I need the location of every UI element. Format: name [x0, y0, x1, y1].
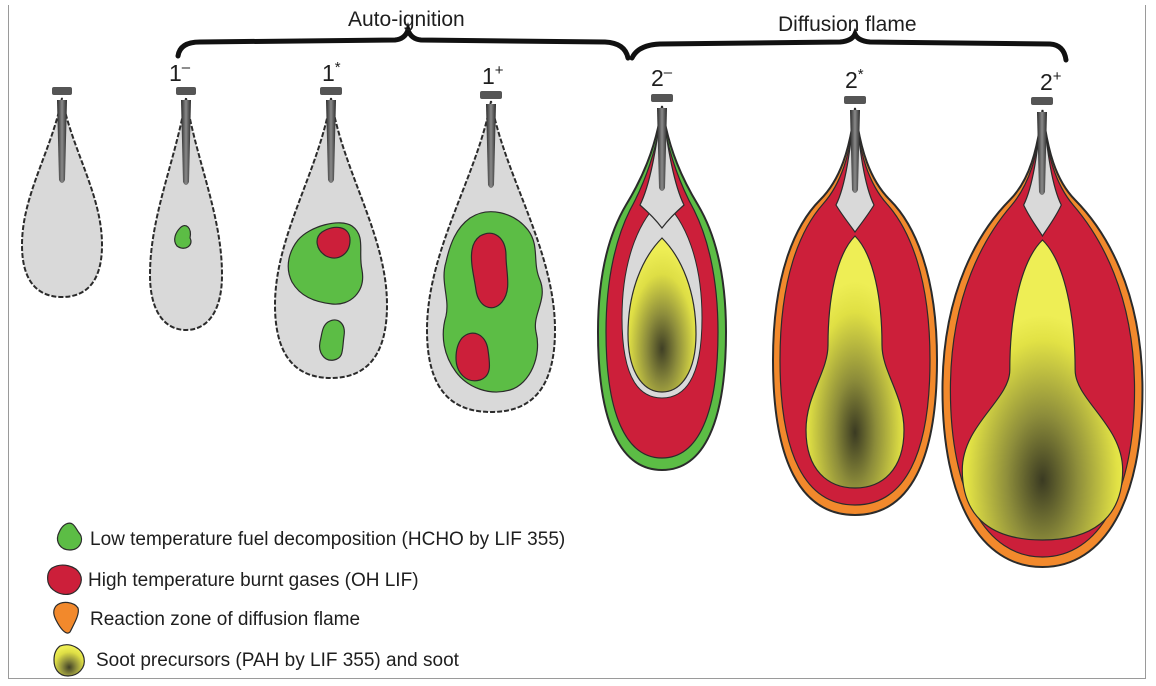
stage-label-1-plus: 1+ [482, 62, 504, 89]
spray-stage-1-minus [150, 87, 222, 330]
legend: Low temperature fuel decomposition (HCHO… [48, 523, 566, 676]
legend-item-oh: High temperature burnt gases (OH LIF) [48, 565, 419, 594]
oh-region [471, 233, 507, 308]
injector-nozzle-icon [480, 91, 502, 99]
oh-region [317, 227, 350, 258]
spray-stage-2-minus [598, 94, 726, 470]
legend-item-reaction-zone: Reaction zone of diffusion flame [54, 602, 360, 633]
red-blob-icon [48, 565, 82, 594]
injector-nozzle-icon [176, 87, 196, 95]
orange-blob-icon [54, 602, 79, 633]
injector-nozzle-icon [1031, 97, 1053, 105]
legend-item-soot: Soot precursors (PAH by LIF 355) and soo… [54, 645, 460, 676]
injector-nozzle-icon [320, 87, 342, 95]
spray-stage-0 [22, 87, 102, 297]
stage-label-1-star: 1* [322, 59, 341, 86]
legend-label-oh: High temperature burnt gases (OH LIF) [88, 570, 419, 591]
oh-region [456, 333, 490, 381]
spray-stage-2-star [773, 96, 937, 515]
injector-nozzle-icon [651, 94, 673, 102]
auto-ignition-brace [178, 30, 628, 58]
green-blob-icon [58, 523, 82, 550]
spray-stage-1-plus [427, 91, 555, 412]
legend-label-hcho: Low temperature fuel decomposition (HCHO… [90, 529, 565, 550]
stage-label-2-star: 2* [845, 66, 864, 93]
legend-label-soot: Soot precursors (PAH by LIF 355) and soo… [96, 650, 460, 671]
diffusion-flame-brace [632, 34, 1066, 60]
stage-label-1-minus: 1– [169, 59, 191, 86]
diffusion-flame-label: Diffusion flame [778, 13, 917, 36]
spray-stage-1-star [275, 87, 387, 378]
stage-label-2-plus: 2+ [1040, 68, 1062, 95]
injector-nozzle-icon [844, 96, 866, 104]
spray-stage-2-plus [942, 97, 1142, 567]
yellow-blob-icon [54, 645, 84, 676]
legend-item-hcho: Low temperature fuel decomposition (HCHO… [58, 523, 566, 550]
legend-label-reaction-zone: Reaction zone of diffusion flame [90, 609, 360, 630]
stage-label-2-minus: 2– [651, 64, 673, 91]
auto-ignition-label: Auto-ignition [348, 8, 465, 31]
injector-nozzle-icon [52, 87, 72, 95]
